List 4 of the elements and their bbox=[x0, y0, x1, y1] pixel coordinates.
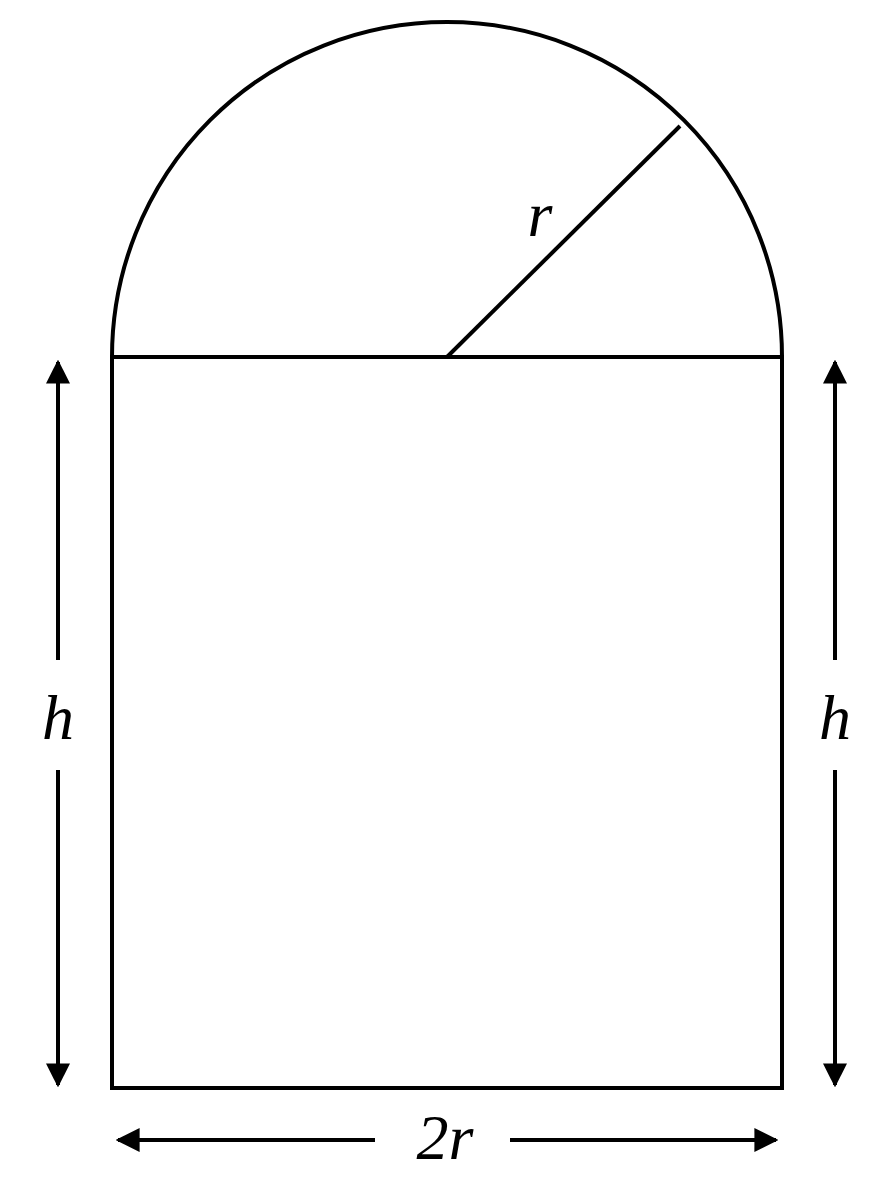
radius-label: r bbox=[527, 183, 553, 247]
dimension-label: h bbox=[819, 686, 851, 750]
dimension-label: 2r bbox=[416, 1106, 474, 1170]
dimension-label: h bbox=[42, 686, 74, 750]
